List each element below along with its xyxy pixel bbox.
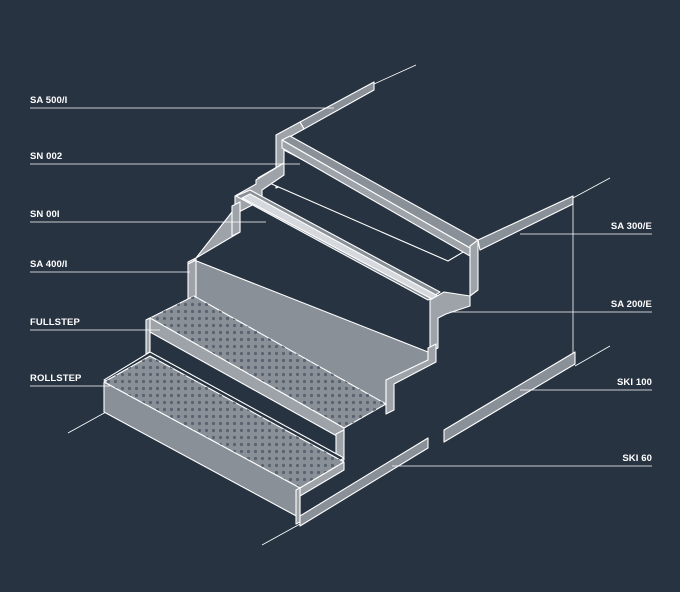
sa300-vertical [469,239,479,297]
ski100-profile [443,351,576,443]
sa300-profile [477,195,574,251]
label-sa300: SA 300/E [611,221,652,232]
guide-line-bottom-left [67,411,107,434]
sa200-profile [429,291,471,353]
label-sn00i: SN 00I [30,209,60,220]
fullstep-left-edge [145,317,151,355]
fullstep [145,295,387,465]
third-riser [231,201,241,237]
label-ski60: SKI 60 [622,453,652,464]
label-ski100: SKI 100 [617,377,652,388]
upper-structure [187,81,574,353]
middle-right-connector [385,343,437,415]
rollstep-perforation [104,356,344,488]
guide-line-bottom [261,523,301,546]
skirting [299,351,576,527]
rollstep [103,355,345,525]
upper-tread [257,149,471,262]
middle-riser [187,259,437,415]
label-sn002: SN 002 [30,151,62,162]
labels-left: SA 500/I SN 002 SN 00I SA 400/I FULLSTEP… [30,95,82,384]
labels-right: SA 300/E SA 200/E SKI 100 SKI 60 [611,221,652,464]
guide-line-right-top [572,177,611,199]
label-sa400: SA 400/I [30,259,67,270]
guide-line-top [373,64,417,85]
ski60-profile [299,437,429,527]
guide-line-right-bottom [574,345,611,367]
label-sa500: SA 500/I [30,95,67,106]
label-fullstep: FULLSTEP [30,317,80,328]
label-sa200: SA 200/E [611,299,652,310]
sa500-profile [299,81,375,130]
label-rollstep: ROLLSTEP [30,373,82,384]
fullstep-perforation [150,296,386,428]
guide-lines [67,64,611,546]
rollstep-right-edge [295,487,301,525]
leader-lines [30,107,652,467]
